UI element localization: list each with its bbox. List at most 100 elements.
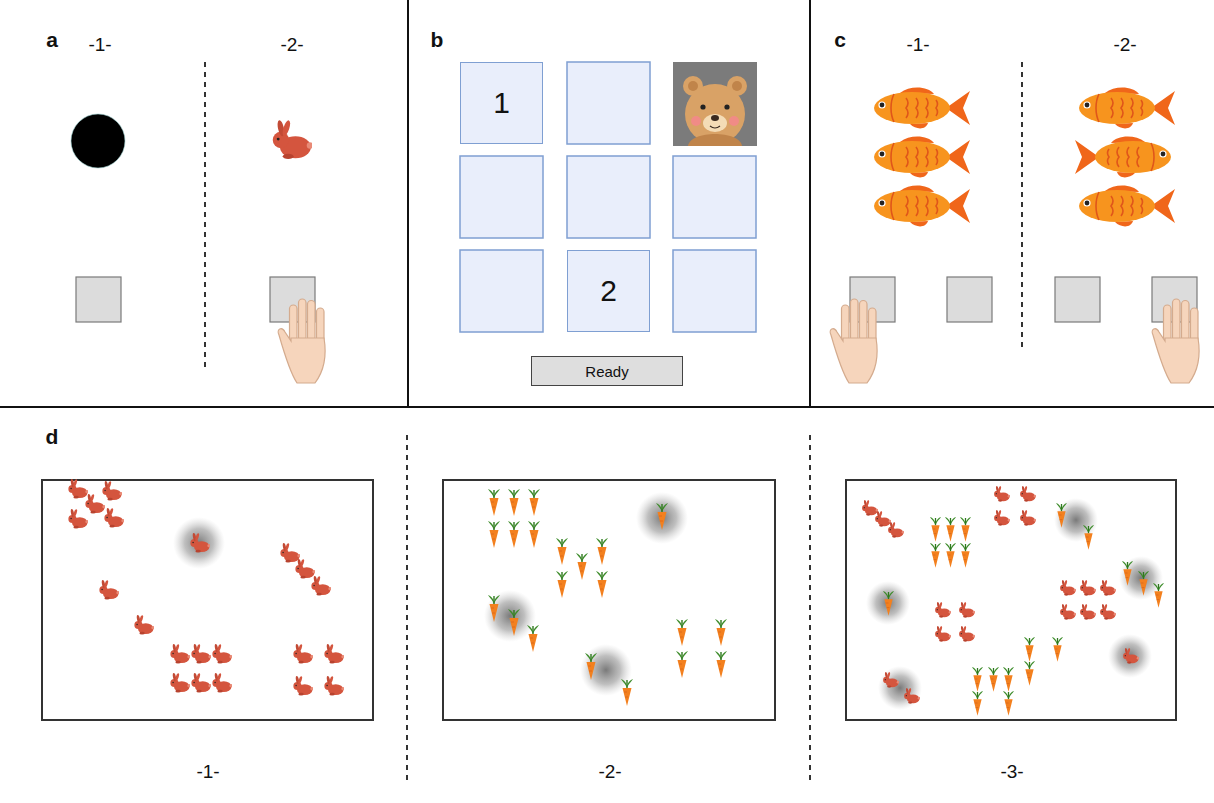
scene-rabbits-part (191, 644, 211, 664)
scene-mixed-part (960, 543, 971, 568)
fish-icon (874, 185, 970, 226)
scene-rabbits-part (173, 517, 225, 569)
subpanel-number: -3- (1000, 761, 1023, 783)
scene-mixed-part (1122, 561, 1133, 586)
scene-rabbits-part (212, 673, 232, 693)
scene-carrots-part (715, 619, 727, 646)
black-dot (71, 114, 125, 168)
scene-mixed-part (1060, 580, 1076, 596)
scene-mixed-part (1003, 691, 1014, 716)
grid-cell (567, 156, 650, 238)
grid-cells (460, 62, 756, 332)
subpanel-number: -2- (1113, 34, 1136, 56)
scene-mixed-part (930, 543, 941, 568)
scene-rabbits-part (170, 673, 190, 693)
subpanel-number: -1- (88, 34, 111, 56)
scene-carrots-part (528, 489, 540, 516)
scene-carrots-part (488, 595, 500, 622)
scene-mixed-part (1056, 503, 1067, 528)
scene-rabbits-part (324, 676, 344, 696)
scene-mixed-part (935, 602, 951, 618)
rabbit-icon (273, 120, 314, 160)
scene-rabbits-part (280, 543, 300, 563)
scene-mixed-part (1024, 661, 1035, 686)
scene-mixed-part (1138, 571, 1149, 596)
scene-mixed-part (1052, 637, 1063, 662)
scene-carrots-part (556, 538, 568, 565)
dashed-divider (406, 435, 408, 780)
bear-icon-part (688, 134, 742, 146)
panel-divider (0, 406, 1214, 408)
scene-mixed-part (1123, 648, 1139, 664)
scene-mixed-part (945, 517, 956, 542)
scene-mixed-part (935, 626, 951, 642)
scene-mixed (862, 486, 1164, 716)
grid-cell (673, 250, 756, 332)
scene-rabbits-part (293, 676, 313, 696)
node-text: 2 (600, 274, 617, 308)
grid-cell (460, 250, 543, 332)
scene-rabbits-part (170, 644, 190, 664)
scene-carrots-part (576, 553, 588, 580)
bear-icon-part (703, 114, 727, 132)
panel-divider (407, 0, 409, 406)
scene-mixed-part (1153, 583, 1164, 608)
scene-mixed-part (1108, 634, 1152, 678)
bear-icon-part (673, 62, 757, 146)
scene-mixed-part (866, 581, 910, 625)
dashed-divider (809, 435, 811, 780)
scene-rabbits-part (295, 559, 315, 579)
scene-frame (846, 480, 1176, 720)
fish-icon (1079, 87, 1175, 128)
scene-rabbits-part (85, 494, 105, 514)
panel-letter: b (431, 28, 444, 52)
scene-carrots-part (656, 503, 668, 530)
scene-mixed-part (875, 511, 891, 527)
bear-icon-part (724, 104, 729, 109)
grid-cell (673, 156, 756, 238)
scene-rabbits-part (68, 509, 88, 529)
bear-icon-part (732, 81, 742, 91)
scene-rabbits-part (212, 644, 232, 664)
fish-icon (874, 136, 970, 177)
scene-carrots-part (596, 571, 608, 598)
subpanel-number: -1- (196, 761, 219, 783)
scene-mixed-part (1020, 486, 1036, 502)
panel-divider (809, 0, 811, 406)
scene-carrots-part (508, 521, 520, 548)
response-key (1055, 277, 1100, 322)
scene-carrots-part (508, 609, 520, 636)
scene-carrots-part (715, 651, 727, 678)
scene-carrots-part (508, 489, 520, 516)
scene-mixed-part (988, 667, 999, 692)
bear-icon (673, 62, 757, 146)
grid-cell (567, 62, 650, 144)
scene-mixed-part (994, 510, 1010, 526)
scene-carrots-part (676, 619, 688, 646)
scene-rabbits-part (324, 644, 344, 664)
scene-mixed-part (1003, 667, 1014, 692)
subpanel-number: -2- (280, 34, 303, 56)
scene-mixed-part (1083, 525, 1094, 550)
scene-carrots-part (488, 521, 500, 548)
dashed-divider (1021, 62, 1023, 350)
scene-rabbits-part (190, 533, 210, 553)
scene-mixed-part (945, 543, 956, 568)
scene-mixed-part (972, 667, 983, 692)
scene-rabbits (68, 479, 344, 696)
response-key (947, 277, 992, 322)
panel-letter: c (834, 28, 846, 52)
scene-rabbits-part (311, 576, 331, 596)
scene-carrots-part (676, 651, 688, 678)
scene-carrots-part (484, 590, 536, 642)
subpanel-number: -1- (906, 34, 929, 56)
scene-mixed-part (883, 591, 894, 616)
scene-rabbits-part (102, 481, 122, 501)
scene-carrots-part (585, 653, 597, 680)
bear-icon-part (711, 115, 719, 121)
scene-mixed-part (904, 688, 920, 704)
scene-rabbits-part (191, 673, 211, 693)
grid-cell (460, 156, 543, 238)
